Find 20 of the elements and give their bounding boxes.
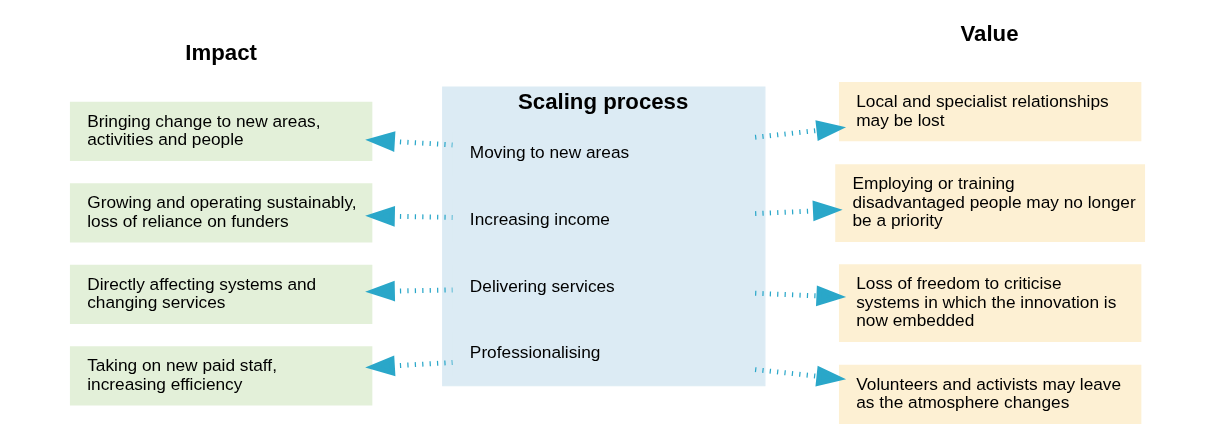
node-box: Growing and operating sustainably, loss of reliance on funders	[69, 183, 372, 243]
arrow	[754, 120, 846, 141]
node-text: Increasing income	[469, 208, 610, 229]
node-box: Employing or training disadvantaged people may no longer be a priority	[834, 164, 1145, 242]
node-box: Loss of freedom to criticise systems in which the innovation is now embedded	[838, 264, 1141, 342]
node-box: Volunteers and activists may leave as the atmosphere changes	[838, 364, 1141, 424]
node-box: Local and specialist relationships may be lost	[838, 82, 1141, 142]
node-text: Professionalising	[469, 342, 600, 363]
label: Impact	[184, 40, 257, 66]
label: Value	[960, 20, 1019, 46]
arrow	[754, 200, 843, 222]
arrow	[364, 131, 453, 152]
node-text: Moving to new areas	[469, 142, 629, 163]
node-box: Taking on new paid staff, increasing efficiency	[69, 346, 372, 406]
arrow	[754, 365, 846, 387]
arrow	[754, 285, 846, 307]
node-box: Directly affecting systems and changing services	[69, 264, 372, 325]
node-box: Bringing change to new areas, activities and people	[69, 101, 372, 162]
node-text: Delivering services	[469, 275, 615, 296]
arrow	[364, 355, 453, 377]
